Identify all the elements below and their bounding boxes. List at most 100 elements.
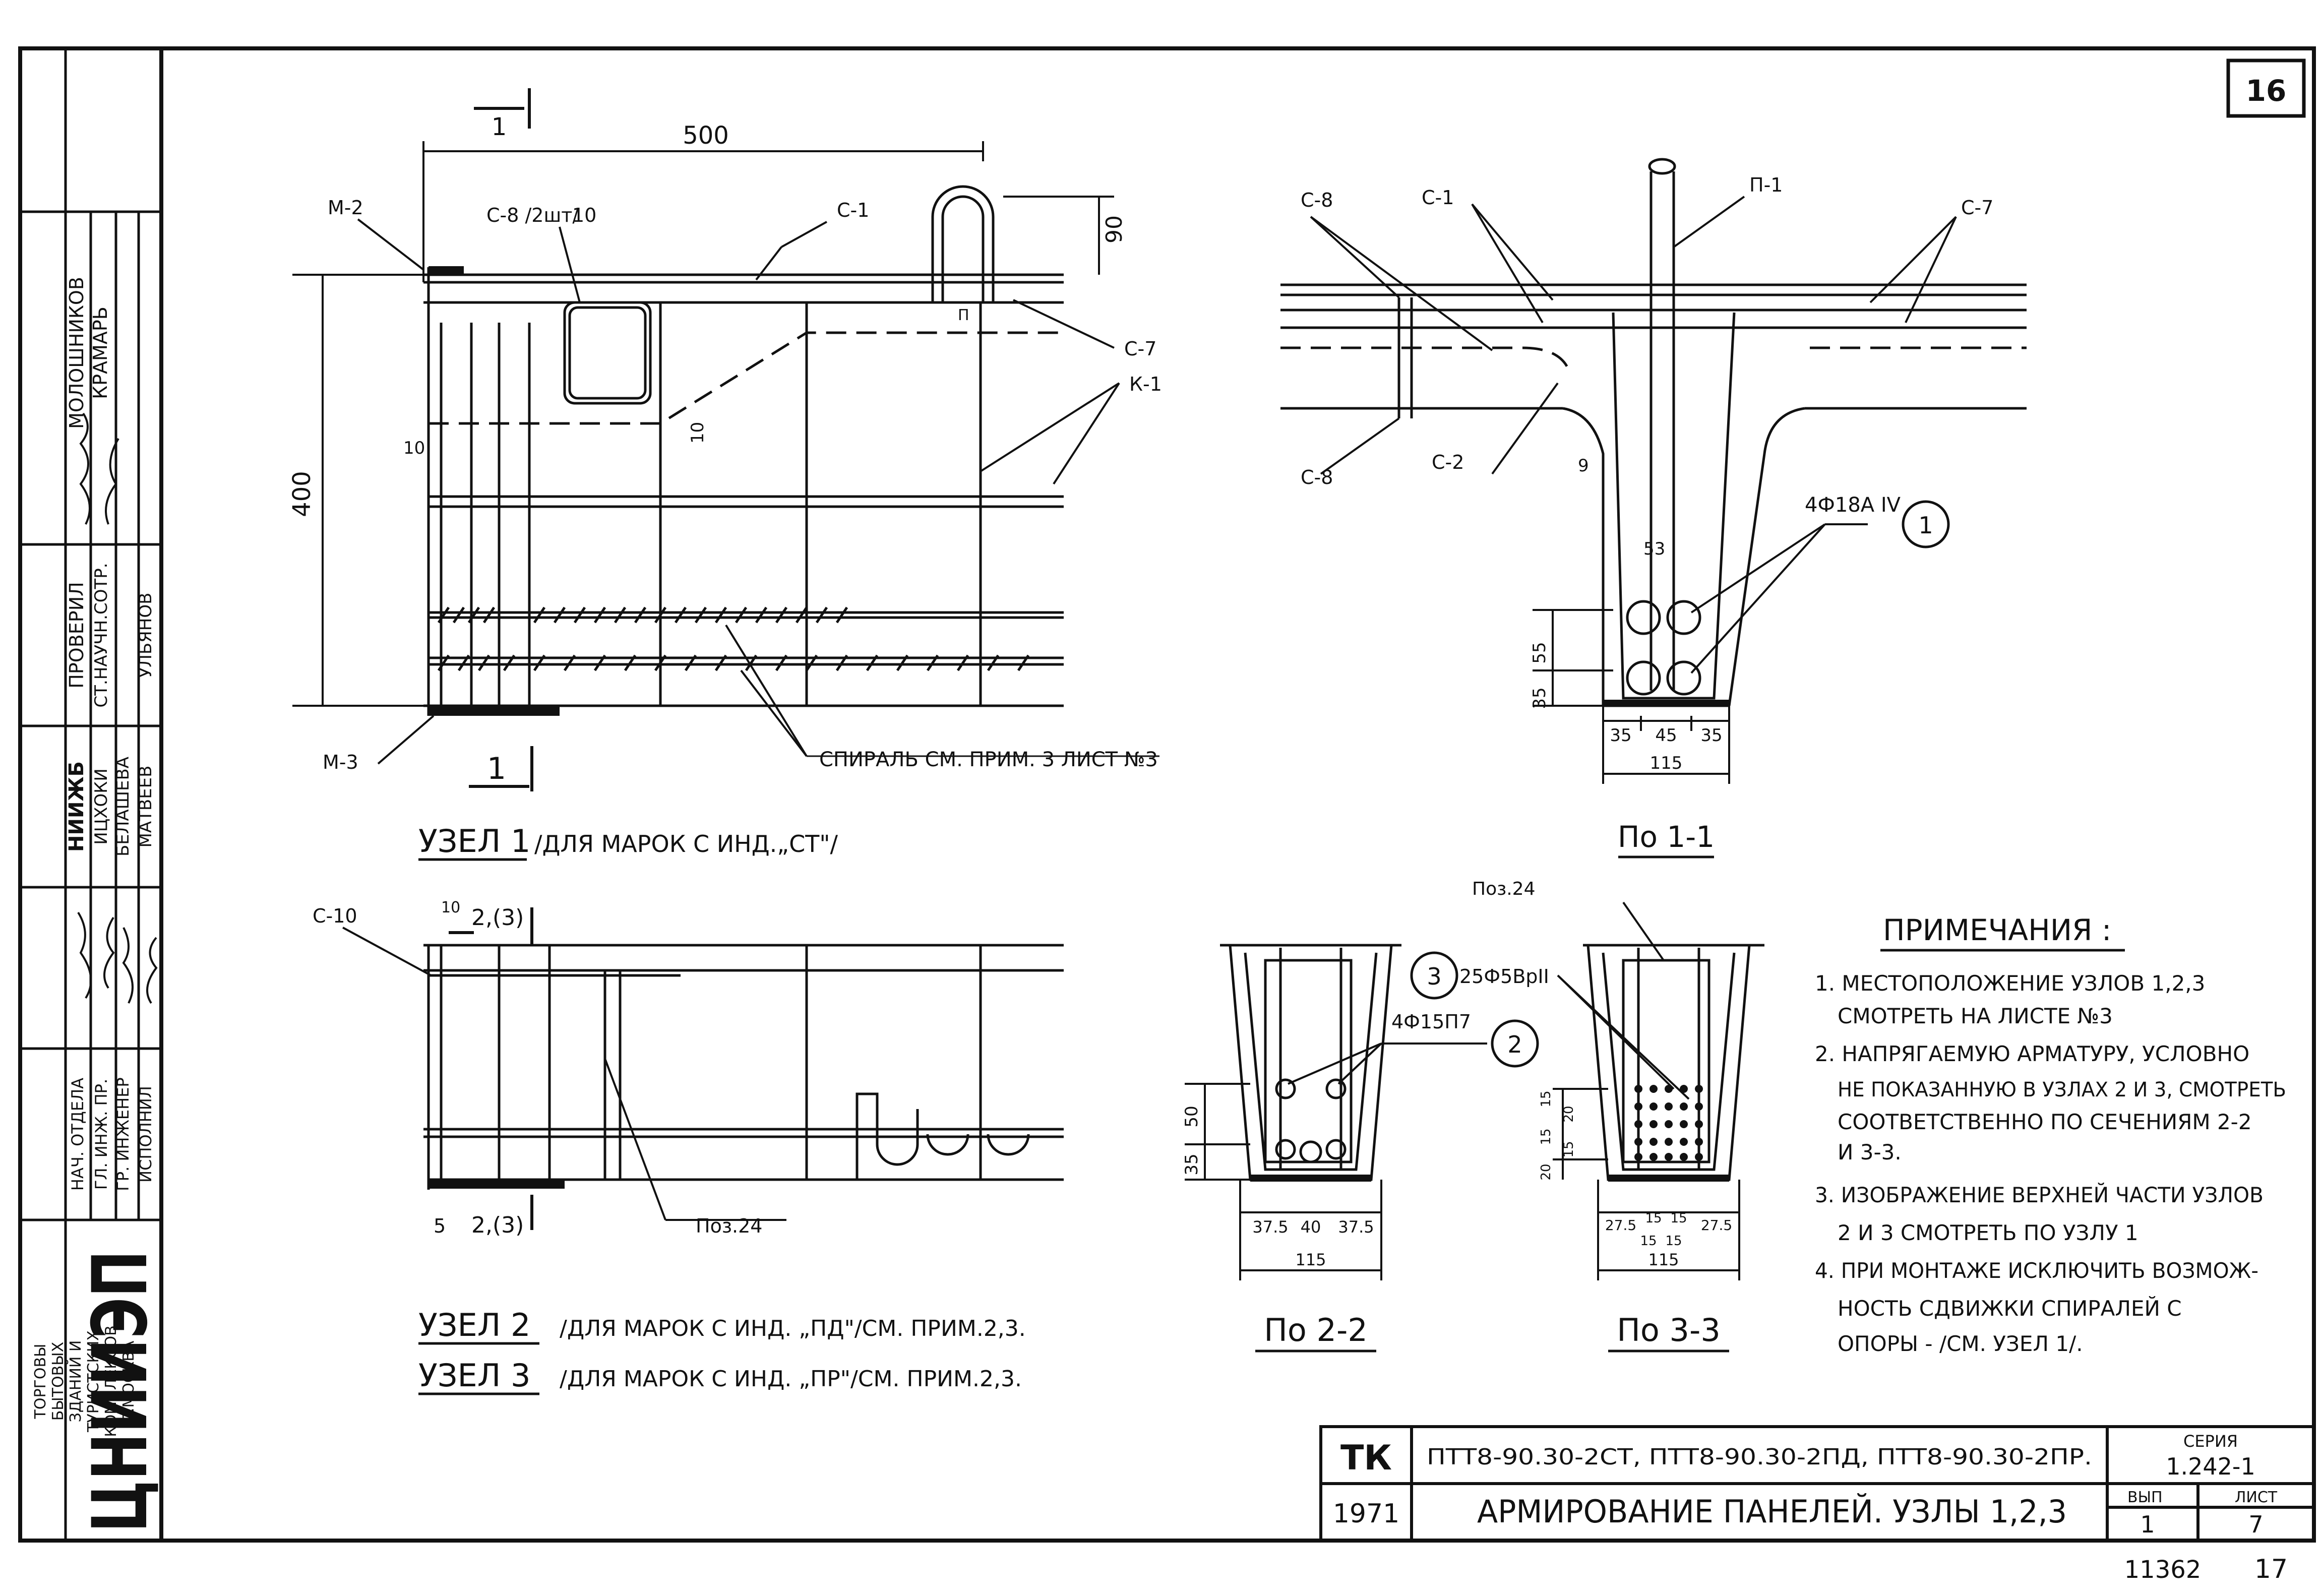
svg-text:15: 15 <box>1670 1211 1687 1226</box>
dim-35: 35 <box>1530 687 1550 709</box>
dim-55: 55 <box>1530 642 1550 663</box>
label-c7: С-7 <box>1124 338 1156 360</box>
label-poz24: Поз.24 <box>1472 879 1536 899</box>
node-3-subtitle: /ДЛЯ МАРОК С ИНД. „ПР"/СМ. ПРИМ.2,3. <box>560 1366 1022 1392</box>
label-rebar: 4Ф18А IV <box>1805 494 1901 517</box>
notes: ПРИМЕЧАНИЯ : 1. МЕСТОПОЛОЖЕНИЕ УЗЛОВ 1,2… <box>1815 913 2286 1356</box>
label-c8: С-8 /2шт/ <box>486 204 579 226</box>
dim-35-right: 35 <box>1700 725 1722 746</box>
title-block: ТК 1971 ПТТ8-90.30-2СТ, ПТТ8-90.30-2ПД, … <box>1319 1425 2315 1542</box>
svg-text:15: 15 <box>1665 1234 1682 1249</box>
label-spiral: СПИРАЛЬ СМ. ПРИМ. 3 ЛИСТ №3 <box>819 748 1158 771</box>
section-1-marker-bottom <box>469 746 533 791</box>
dim-90: 90 <box>1102 215 1127 243</box>
dim-5: 5 <box>434 1215 446 1237</box>
section-1-1-title: По 1-1 <box>1618 820 1715 854</box>
svg-text:20: 20 <box>1561 1106 1576 1122</box>
checked-name-2: КРАМАРЬ <box>89 306 111 399</box>
note-line-6: И 3-3. <box>1838 1140 1902 1164</box>
role-3: ГР. ИНЖЕНЕР <box>113 1077 133 1191</box>
svg-text:Г.МОСКВА: Г.МОСКВА <box>120 1340 138 1422</box>
dim-45: 45 <box>1655 725 1677 746</box>
note-line-4: НЕ ПОКАЗАННУЮ В УЗЛАХ 2 И 3, СМОТРЕТЬ <box>1838 1078 2286 1101</box>
svg-text:27.5: 27.5 <box>1605 1217 1636 1234</box>
tb-year: 1971 <box>1333 1499 1399 1529</box>
svg-text:КОМПЛЕКСОВ: КОМПЛЕКСОВ <box>102 1325 120 1437</box>
label-rebar: 25Ф5ВрII <box>1459 965 1549 988</box>
dim-40: 40 <box>1301 1217 1321 1237</box>
svg-text:15: 15 <box>1539 1090 1554 1107</box>
tb-sheet: 7 <box>2248 1511 2263 1538</box>
svg-text:15: 15 <box>1645 1211 1662 1226</box>
name-1: ИЦХОКИ <box>91 768 111 844</box>
svg-text:15: 15 <box>1640 1234 1657 1249</box>
label-c10: С-10 <box>313 905 357 927</box>
dim-53: 53 <box>1643 539 1665 559</box>
section-1-bottom: 1 <box>487 751 506 786</box>
dim-10-top: 10 <box>572 204 596 226</box>
label-rebar: 4Ф15П7 <box>1391 1011 1471 1033</box>
label-poz24: Поз.24 <box>696 1215 762 1237</box>
label-c8-top: С-8 <box>1301 189 1333 211</box>
role-1: НАЧ. ОТДЕЛА <box>68 1078 87 1191</box>
note-line-5: СООТВЕТСТВЕННО ПО СЕЧЕНИЯМ 2-2 <box>1838 1110 2252 1134</box>
section-1-marker-top <box>474 88 531 129</box>
footer-page: 17 <box>2254 1554 2288 1584</box>
node-3-title: УЗЕЛ 3 <box>418 1357 530 1394</box>
svg-text:20: 20 <box>1539 1163 1554 1180</box>
tb-series: 1.242-1 <box>2166 1453 2255 1480</box>
node-2-3-drawing: С-10 Поз.24 10 5 2,(3) 2,(3) УЗЕЛ 2 /ДЛЯ… <box>313 899 1064 1395</box>
handwritten-signatures <box>77 412 158 1004</box>
footer-number: 11362 <box>2124 1556 2202 1584</box>
section-3-3: Поз.24 3 25Ф5ВрII 15 20 15 15 20 27.5 15… <box>1410 879 1764 1353</box>
label-c7: С-7 <box>1961 197 1993 219</box>
dim-10-left: 10 <box>403 438 425 458</box>
svg-text:2: 2 <box>1507 1031 1522 1058</box>
role-4: ИСПОЛНИЛ <box>136 1086 155 1183</box>
dim-37-5-right: 37.5 <box>1338 1217 1374 1237</box>
svg-text:БЫТОВЫХ: БЫТОВЫХ <box>49 1342 67 1421</box>
svg-text:1: 1 <box>1918 512 1933 539</box>
dim-37-5-left: 37.5 <box>1252 1217 1288 1237</box>
dim-35: 35 <box>1182 1153 1202 1175</box>
svg-text:115: 115 <box>1648 1250 1679 1269</box>
label-c1: С-1 <box>837 199 869 221</box>
dim-50: 50 <box>1182 1106 1202 1127</box>
tb-issue-label: ВЫП <box>2127 1489 2163 1506</box>
org-logo: ЦНИИЭП <box>77 1250 164 1532</box>
notes-title: ПРИМЕЧАНИЯ : <box>1883 913 2111 947</box>
tb-series-label: СЕРИЯ <box>2183 1432 2238 1451</box>
sheet-frame <box>18 46 2316 1543</box>
tb-issue: 1 <box>2140 1511 2155 1538</box>
name-4: УЛЬЯНОВ <box>136 593 156 678</box>
note-line-10: НОСТЬ СДВИЖКИ СПИРАЛЕЙ С <box>1838 1296 2182 1321</box>
node-2-title: УЗЕЛ 2 <box>418 1307 530 1343</box>
dim-115: 115 <box>1295 1250 1326 1269</box>
section-1-1: С-8 С-8 С-1 С-2 С-7 П-1 4Ф18А IV 1 9 53 … <box>1280 158 2027 858</box>
dim-400: 400 <box>288 471 316 517</box>
section-2-2-title: По 2-2 <box>1264 1312 1368 1348</box>
note-line-8: 2 И 3 СМОТРЕТЬ ПО УЗЛУ 1 <box>1838 1220 2138 1245</box>
callout-circle-3 <box>1410 951 1458 1000</box>
section-2-3-bottom: 2,(3) <box>471 1212 524 1238</box>
svg-text:15: 15 <box>1539 1128 1554 1145</box>
section-1-top: 1 <box>492 113 507 141</box>
label-c1: С-1 <box>1422 187 1454 209</box>
svg-text:ТУРИСТСКИХ: ТУРИСТСКИХ <box>85 1330 102 1433</box>
org-name: ТОРГОВЫ БЫТОВЫХ ЗДАНИЙ И ТУРИСТСКИХ КОМП… <box>32 1325 138 1437</box>
note-line-2: СМОТРЕТЬ НА ЛИСТЕ №3 <box>1838 1004 2113 1028</box>
node-1-drawing: 500 400 90 10 10 10 1 1 М-2 <box>288 88 1162 861</box>
wire-grid <box>1608 1085 1729 1182</box>
section-2-3-top: 2,(3) <box>471 905 524 931</box>
plate-m3 <box>429 706 560 716</box>
sheet-number: 16 <box>2246 74 2287 108</box>
plate-m2 <box>429 266 464 275</box>
label-p: П <box>958 306 969 324</box>
dim-10: 10 <box>441 899 460 916</box>
svg-text:ТОРГОВЫ: ТОРГОВЫ <box>32 1344 49 1420</box>
dim-35-left: 35 <box>1610 725 1631 746</box>
checked-title: ПРОВЕРИЛ <box>66 582 88 688</box>
svg-text:3: 3 <box>1427 963 1441 990</box>
left-stamp: МОЛОШНИКОВ КРАМАРЬ ПРОВЕРИЛ СТ.НАУЧН.СОТ… <box>20 48 164 1541</box>
label-p1: П-1 <box>1749 174 1783 196</box>
